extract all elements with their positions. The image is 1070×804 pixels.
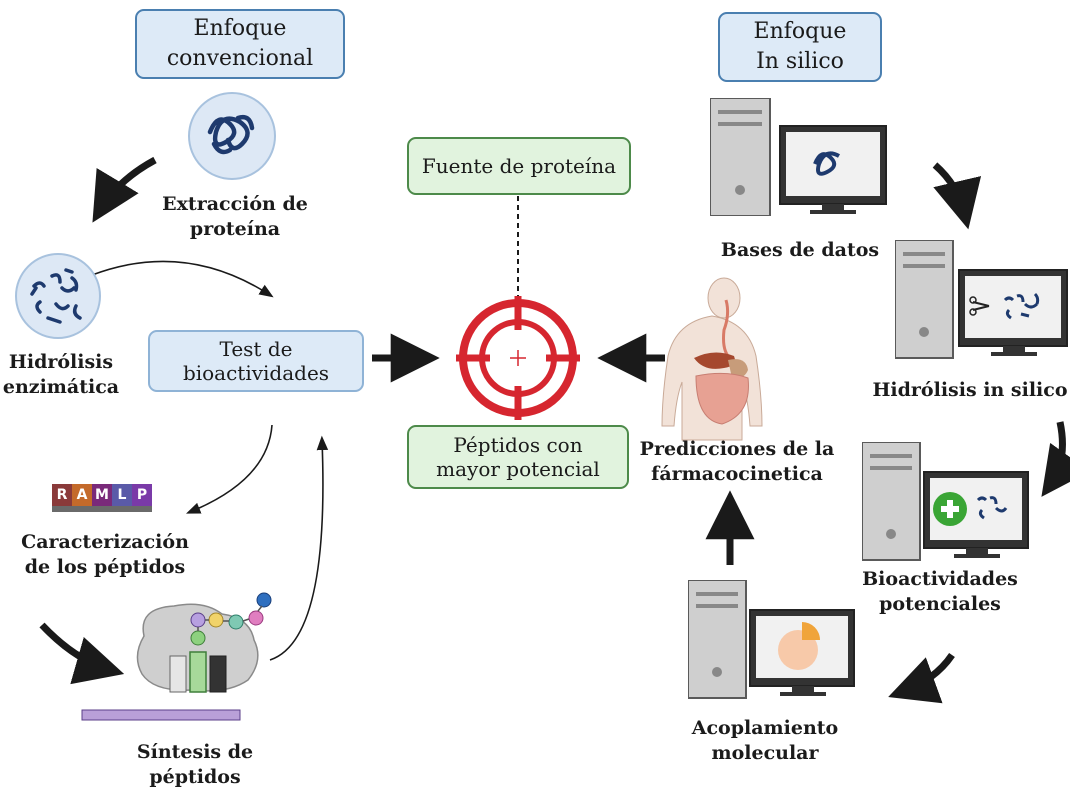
computer-hydrolysis-icon (895, 240, 1068, 359)
characterization-label: Caracterización de los péptidos (21, 531, 189, 578)
ramlp-letter: A (76, 487, 88, 503)
hydrolysis-icon (15, 253, 101, 339)
computer-databases-icon (710, 98, 887, 216)
target-icon (456, 296, 580, 420)
ramlp-letters: R A M L P (52, 484, 152, 506)
databases-label: Bases de datos (720, 239, 880, 261)
header-conventional: Enfoque convencional (135, 9, 345, 79)
protein-source-box: Fuente de proteína (407, 137, 631, 195)
header-insilico-text: Enfoque In silico (753, 19, 847, 74)
potential-bioactivities-label: Bioactividades potenciales (862, 568, 1018, 615)
insilico-hydrolysis-label: Hidrólisis in silico (872, 379, 1068, 401)
arrow-databases-to-hydrolysis (932, 162, 982, 230)
ribosome-icon (81, 592, 272, 721)
ramlp-letter: P (136, 487, 148, 503)
header-conventional-text: Enfoque convencional (166, 16, 314, 71)
human-digestive-icon (661, 277, 763, 441)
arrow-hydrolysis-to-bioactivities (1041, 421, 1070, 497)
arrow-bioactivities-to-docking (888, 652, 955, 704)
computer-docking-icon (688, 580, 855, 699)
arrow-extraction-to-hydrolysis (92, 156, 157, 223)
arrow-test-to-characterization (186, 424, 273, 514)
best-peptides-box: Péptidos con mayor potencial (407, 425, 629, 489)
ramlp-letter: M (95, 487, 109, 503)
ramlp-icon (52, 484, 152, 512)
ramlp-letter: R (56, 487, 68, 503)
pharmacokinetics-label: Predicciones de la fármacocinetica (639, 438, 835, 485)
best-peptides-text: Péptidos con mayor potencial (436, 433, 600, 481)
bioactivity-test-text: Test de bioactividades (182, 337, 330, 385)
ramlp-letter: L (117, 487, 127, 503)
docking-label: Acoplamiento molecular (691, 717, 839, 764)
hydrolysis-label: Hidrólisis enzimática (2, 351, 120, 398)
extraction-label: Extracción de proteína (162, 193, 308, 240)
header-insilico: Enfoque In silico (718, 12, 882, 82)
arrow-synthesis-to-test (269, 435, 329, 661)
computer-bioactivities-icon (862, 442, 1029, 561)
protein-icon (188, 92, 276, 180)
arrow-hydrolysis-to-test (91, 260, 274, 298)
synthesis-label: Síntesis de péptidos (136, 741, 254, 788)
bioactivity-test-box: Test de bioactividades (148, 330, 364, 392)
protein-source-text: Fuente de proteína (421, 154, 617, 178)
arrow-characterization-to-synthesis (39, 622, 125, 685)
